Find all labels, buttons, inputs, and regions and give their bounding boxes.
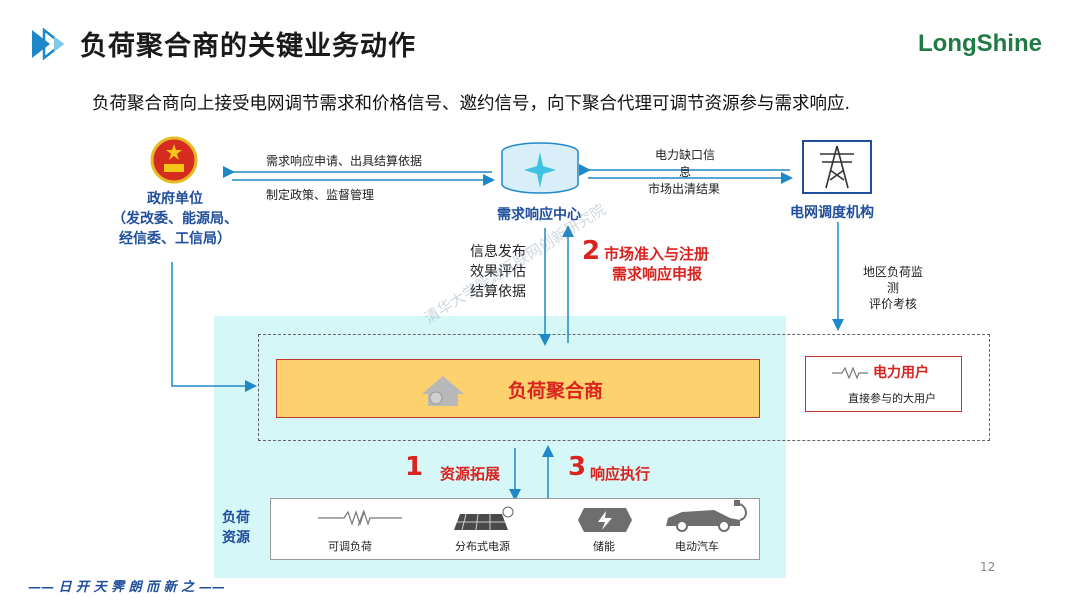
- resource-item-3: 储能: [593, 540, 615, 553]
- government-detail-2: 经信委、工信局）: [119, 231, 231, 247]
- grid-arrow-top-label-2: 息: [678, 165, 691, 179]
- grid-arrow-top-label-1: 电力缺口信: [654, 148, 715, 162]
- page-title: 负荷聚合商的关键业务动作: [80, 31, 416, 62]
- step-3-label: 响应执行: [590, 465, 651, 483]
- demand-response-hub-icon: [500, 142, 580, 194]
- aggregator-box: [276, 359, 760, 418]
- grid-down-label-3: 评价考核: [868, 297, 917, 311]
- page-number: 12: [980, 560, 996, 574]
- step-2-label-1: 市场准入与注册: [604, 245, 710, 263]
- resource-item-2: 分布式电源: [455, 540, 510, 553]
- footer-slogan: —— 日 开 天 霁 朗 而 新 之 ——: [28, 580, 225, 595]
- resource-item-1: 可调负荷: [328, 540, 372, 553]
- adjustable-load-icon: [318, 508, 402, 528]
- step-1-label: 资源拓展: [440, 465, 501, 483]
- resistor-icon: [832, 364, 868, 380]
- power-user-label: 电力用户: [873, 365, 929, 381]
- gov-arrow-bottom-label: 制定政策、监督管理: [266, 188, 375, 202]
- solar-panel-icon: [448, 504, 518, 532]
- resources-title-2: 资源: [222, 530, 250, 546]
- market-boundary: [258, 334, 990, 441]
- national-emblem-icon: [150, 136, 198, 184]
- hub-down-label-3: 结算依据: [470, 284, 526, 300]
- gov-arrow-top-label: 需求响应申请、出具结算依据: [266, 154, 423, 168]
- page-subtitle: 负荷聚合商向上接受电网调节需求和价格信号、邀约信号，向下聚合代理可调节资源参与需…: [92, 94, 851, 114]
- battery-icon: [576, 506, 634, 534]
- step-1-number: 1: [405, 452, 424, 482]
- electric-car-icon: [664, 498, 752, 534]
- government-detail-1: （发改委、能源局、: [112, 211, 238, 227]
- step-2-number: 2: [582, 236, 601, 266]
- resource-item-4: 电动汽车: [675, 540, 719, 553]
- step-3-number: 3: [568, 452, 587, 482]
- hub-down-label-1: 信息发布: [470, 244, 526, 260]
- grid-down-label-2: 测: [886, 281, 899, 295]
- hub-label: 需求响应中心: [497, 207, 581, 223]
- play-logo-icon: [30, 27, 70, 61]
- brand-logo: LongShine: [918, 30, 1042, 57]
- aggregator-label: 负荷聚合商: [508, 380, 604, 402]
- power-tower-icon: [802, 140, 872, 194]
- power-user-detail: 直接参与的大用户: [848, 392, 936, 405]
- aggregator-house-icon: [420, 374, 466, 408]
- hub-down-label-2: 效果评估: [470, 264, 526, 280]
- power-user-box: [805, 356, 962, 412]
- grid-arrow-bottom-label: 市场出清结果: [648, 182, 721, 196]
- grid-down-label-1: 地区负荷监: [862, 265, 923, 279]
- grid-label: 电网调度机构: [790, 205, 874, 221]
- step-2-label-2: 需求响应申报: [612, 265, 703, 283]
- resources-title-1: 负荷: [222, 510, 250, 526]
- government-label: 政府单位: [147, 191, 203, 207]
